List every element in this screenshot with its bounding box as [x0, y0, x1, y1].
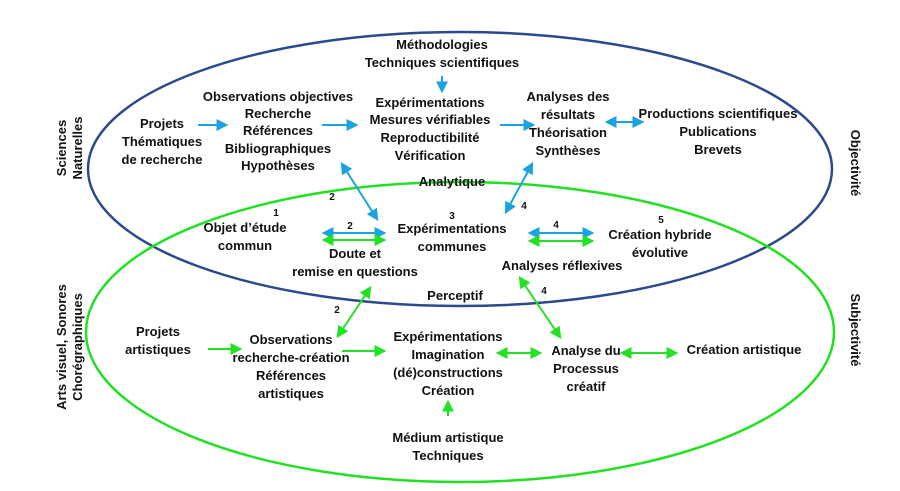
- label-subjectivite: Subjectivité: [848, 294, 863, 367]
- svg-text:Techniques scientifiques: Techniques scientifiques: [365, 55, 519, 70]
- svg-text:Expérimentations: Expérimentations: [393, 329, 502, 344]
- svg-text:Hypothèses: Hypothèses: [241, 158, 315, 173]
- svg-text:Techniques: Techniques: [412, 448, 483, 463]
- step-number-4-lower: 4: [541, 286, 547, 297]
- objet-etude-block: Objet d’étude commun: [203, 220, 286, 253]
- svg-text:évolutive: évolutive: [632, 245, 688, 260]
- svg-text:Observations: Observations: [249, 332, 332, 347]
- arts-ellipse: [84, 180, 836, 484]
- creation-artistique-label: Création artistique: [687, 342, 802, 357]
- svg-text:Imagination: Imagination: [412, 347, 485, 362]
- svg-text:artistiques: artistiques: [258, 386, 324, 401]
- label-choregraphiques: Chorégraphiques: [70, 293, 85, 401]
- productions-block: Productions scientifiques Publications B…: [639, 106, 798, 157]
- svg-text:Publications: Publications: [679, 124, 756, 139]
- svg-text:Productions scientifiques: Productions scientifiques: [639, 106, 798, 121]
- svg-text:(dé)constructions: (dé)constructions: [393, 365, 503, 380]
- svg-text:Vérification: Vérification: [395, 148, 466, 163]
- svg-text:Observations objectives: Observations objectives: [203, 89, 353, 104]
- svg-text:Méthodologies: Méthodologies: [396, 37, 488, 52]
- step-number-2-lower: 2: [334, 305, 340, 316]
- svg-text:de recherche: de recherche: [122, 152, 203, 167]
- analyses-reflexives-label: Analyses réflexives: [502, 258, 623, 273]
- doute-block: Doute et remise en questions: [292, 246, 418, 279]
- label-naturelles: Naturelles: [70, 117, 85, 180]
- svg-text:Analyse du: Analyse du: [551, 343, 620, 358]
- svg-text:recherche-création: recherche-création: [232, 350, 349, 365]
- svg-text:créatif: créatif: [566, 379, 606, 394]
- sciences-ellipse: [86, 30, 834, 308]
- svg-text:Brevets: Brevets: [694, 142, 742, 157]
- svg-text:Projets: Projets: [140, 116, 184, 131]
- svg-text:Thématiques: Thématiques: [122, 134, 202, 149]
- methodologies-block: Méthodologies Techniques scientifiques: [365, 37, 519, 70]
- svg-text:Reproductibilité: Reproductibilité: [381, 130, 480, 145]
- svg-text:Processus: Processus: [553, 361, 619, 376]
- svg-text:Analyses des: Analyses des: [526, 89, 609, 104]
- projets-recherche-block: Projets Thématiques de recherche: [122, 116, 203, 167]
- svg-text:Doute et: Doute et: [329, 246, 382, 261]
- label-sciences: Sciences: [54, 120, 69, 176]
- analyse-processus-block: Analyse du Processus créatif: [551, 343, 620, 394]
- step-number-2-upper: 2: [329, 192, 335, 203]
- observations-recherche-creation-block: Observations recherche-création Référenc…: [232, 332, 349, 401]
- creation-hybride-block: Création hybride évolutive: [608, 227, 711, 260]
- svg-text:Création hybride: Création hybride: [608, 227, 711, 242]
- observations-objectives-block: Observations objectives Recherche Référe…: [203, 89, 353, 173]
- svg-text:Objet d’étude: Objet d’étude: [203, 220, 286, 235]
- step-number-3: 3: [449, 211, 455, 222]
- step-number-2-mid: 2: [347, 221, 353, 232]
- arrow-hypotheses-experimentations-communes: [340, 161, 379, 222]
- svg-text:Mesures vérifiables: Mesures vérifiables: [370, 112, 491, 127]
- step-number-1: 1: [273, 208, 279, 219]
- svg-text:Bibliographiques: Bibliographiques: [225, 141, 331, 156]
- projets-artistiques-block: Projets artistiques: [125, 324, 191, 357]
- svg-text:Projets: Projets: [136, 324, 180, 339]
- svg-text:Références: Références: [243, 123, 313, 138]
- svg-text:résultats: résultats: [541, 107, 595, 122]
- label-arts: Arts visuel, Sonores: [54, 284, 69, 410]
- arrow-syntheses-experimentations-communes: [504, 161, 534, 215]
- svg-text:Théorisation: Théorisation: [529, 125, 607, 140]
- experimentations-block: Expérimentations Mesures vérifiables Rep…: [370, 95, 491, 163]
- perceptif-label: Perceptif: [427, 288, 483, 303]
- svg-text:Références: Références: [256, 368, 326, 383]
- svg-text:Synthèses: Synthèses: [535, 143, 600, 158]
- svg-text:Création: Création: [422, 383, 475, 398]
- svg-text:communes: communes: [418, 239, 487, 254]
- step-number-5: 5: [658, 215, 664, 226]
- svg-text:Médium artistique: Médium artistique: [392, 430, 503, 445]
- svg-text:remise en questions: remise en questions: [292, 264, 418, 279]
- analyses-resultats-block: Analyses des résultats Théorisation Synt…: [526, 89, 609, 158]
- svg-text:Expérimentations: Expérimentations: [375, 95, 484, 110]
- svg-text:Recherche: Recherche: [245, 106, 311, 121]
- step-number-4-mid: 4: [553, 220, 559, 231]
- arrow-doute-observations-rc: [336, 286, 372, 338]
- arrow-reflexives-processus: [518, 276, 562, 339]
- analytique-label: Analytique: [419, 174, 485, 189]
- step-number-4-upper: 4: [521, 201, 527, 212]
- experimentations-communes-block: Expérimentations communes: [397, 221, 506, 254]
- experimentations-imagination-block: Expérimentations Imagination (dé)constru…: [393, 329, 503, 398]
- svg-text:artistiques: artistiques: [125, 342, 191, 357]
- svg-text:commun: commun: [218, 238, 272, 253]
- label-objectivite: Objectivité: [848, 130, 863, 196]
- medium-artistique-block: Médium artistique Techniques: [392, 430, 503, 463]
- svg-text:Expérimentations: Expérimentations: [397, 221, 506, 236]
